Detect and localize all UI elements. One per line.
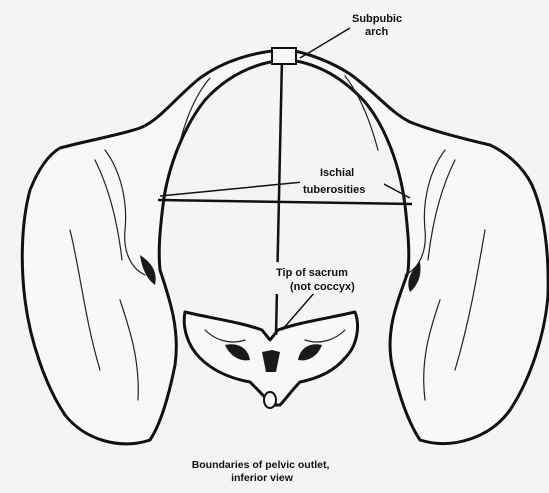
sacrum bbox=[184, 312, 357, 408]
transverse-line bbox=[158, 200, 412, 204]
right-hip-bone bbox=[290, 50, 548, 443]
figure-caption: Boundaries of pelvic outlet, inferior vi… bbox=[192, 459, 333, 484]
pubic-symphysis bbox=[272, 48, 296, 64]
left-hip-bone bbox=[22, 50, 282, 444]
